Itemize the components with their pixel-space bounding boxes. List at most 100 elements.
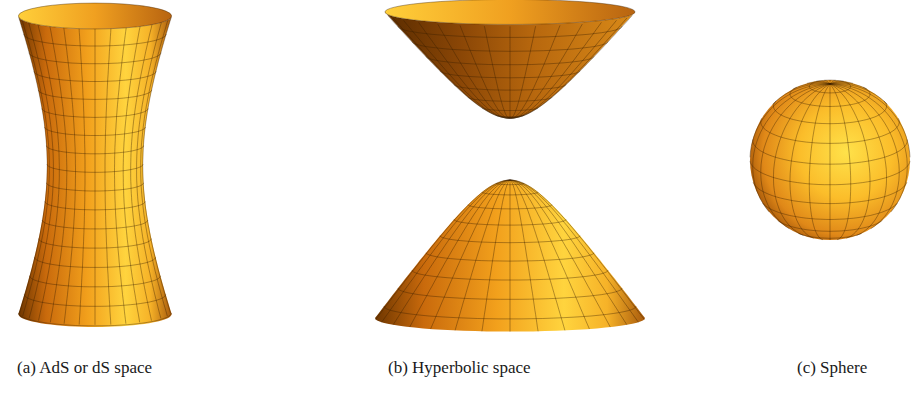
grid-line: [830, 82, 853, 84]
grid-line: [440, 236, 580, 243]
grid-line: [412, 42, 608, 52]
two-sheet-hyperboloid: [375, 0, 645, 332]
grid-line: [137, 23, 162, 319]
grid-line: [830, 81, 844, 84]
grid-line: [79, 29, 85, 325]
grid-line: [830, 84, 851, 240]
grid-line: [29, 53, 161, 64]
grid-line: [830, 84, 831, 240]
grid-line: [382, 180, 510, 322]
subfigure-caption: (c) Sphere: [797, 358, 867, 378]
grid-line: [830, 84, 887, 236]
grid-line: [46, 146, 143, 154]
hyperboloid-opening: [18, 3, 171, 29]
sheet-opening: [385, 0, 635, 24]
grid-line: [510, 18, 627, 118]
grid-line: [830, 84, 907, 212]
grid-line: [47, 183, 144, 191]
grid-line: [496, 115, 524, 116]
grid-line: [510, 180, 538, 331]
grid-line: [426, 253, 594, 261]
grid-line: [388, 15, 510, 118]
grid-line: [830, 80, 836, 84]
grid-line: [29, 23, 54, 319]
grid-line: [510, 15, 632, 118]
grid-line: [42, 220, 148, 229]
grid-line: [19, 313, 172, 326]
grid-line: [38, 25, 59, 321]
grid-line: [750, 84, 830, 157]
grid-line: [484, 26, 510, 118]
grid-line: [510, 180, 589, 329]
grid-line: [510, 180, 638, 322]
one-sheet-hyperboloid: [18, 3, 171, 327]
grid-line: [510, 26, 511, 118]
grid-line: [384, 306, 636, 319]
grid-line: [482, 108, 538, 111]
grid-line: [431, 180, 510, 329]
grid-line: [510, 180, 610, 327]
grid-line: [30, 276, 161, 287]
grid-line: [830, 83, 867, 89]
grid-line: [398, 288, 622, 299]
grid-line: [376, 180, 510, 320]
grid-line: [830, 84, 870, 238]
grid-line: [24, 34, 166, 46]
grid-line: [830, 84, 910, 157]
grid-line: [454, 85, 566, 91]
grid-line: [440, 71, 580, 78]
grid-line: [468, 205, 552, 209]
grid-line: [19, 17, 48, 313]
grid-line: [510, 180, 511, 332]
subfigure-caption: (b) Hyperbolic space: [388, 358, 531, 378]
grid-line: [45, 201, 145, 210]
sphere: [750, 80, 910, 240]
grid-line: [438, 24, 510, 118]
sphere-body: [750, 80, 910, 240]
grid-line: [141, 20, 168, 316]
grid-line: [510, 180, 627, 325]
subfigure-caption: (a) AdS or dS space: [17, 358, 152, 378]
grid-line: [105, 29, 111, 325]
grid-line: [809, 84, 830, 240]
grid-line: [455, 180, 510, 330]
grid-line: [404, 20, 511, 118]
grid-line: [50, 27, 67, 323]
grid-line: [510, 25, 560, 118]
grid-line: [410, 180, 510, 327]
grid-line: [510, 20, 617, 118]
grid-line: [393, 180, 510, 325]
grid-line: [24, 294, 165, 306]
grid-line: [468, 97, 552, 101]
grid-line: [510, 24, 582, 118]
grid-line: [454, 220, 566, 226]
grid-line: [115, 28, 127, 324]
grid-line: [398, 26, 622, 37]
hyperboloid-body: [18, 16, 171, 327]
grid-line: [482, 192, 538, 195]
grid-line: [143, 17, 172, 313]
grid-line: [42, 108, 148, 117]
grid-line: [22, 20, 49, 316]
upper-sheet: [385, 12, 635, 118]
grid-line: [412, 270, 608, 280]
grid-line: [34, 71, 156, 81]
grid-line: [482, 180, 510, 331]
grid-line: [38, 90, 151, 100]
grid-line: [95, 29, 96, 325]
grid-line: [39, 239, 152, 249]
grid-line: [460, 25, 510, 118]
grid-line: [510, 180, 644, 320]
grid-line: [830, 84, 899, 229]
grid-line: [123, 27, 140, 323]
grid-line: [774, 84, 831, 236]
grid-line: [131, 25, 152, 321]
grid-line: [830, 84, 887, 105]
grid-line: [34, 257, 155, 267]
grid-line: [64, 28, 76, 324]
grid-line: [45, 127, 146, 136]
lower-sheet: [375, 180, 645, 332]
grid-line: [496, 183, 524, 184]
